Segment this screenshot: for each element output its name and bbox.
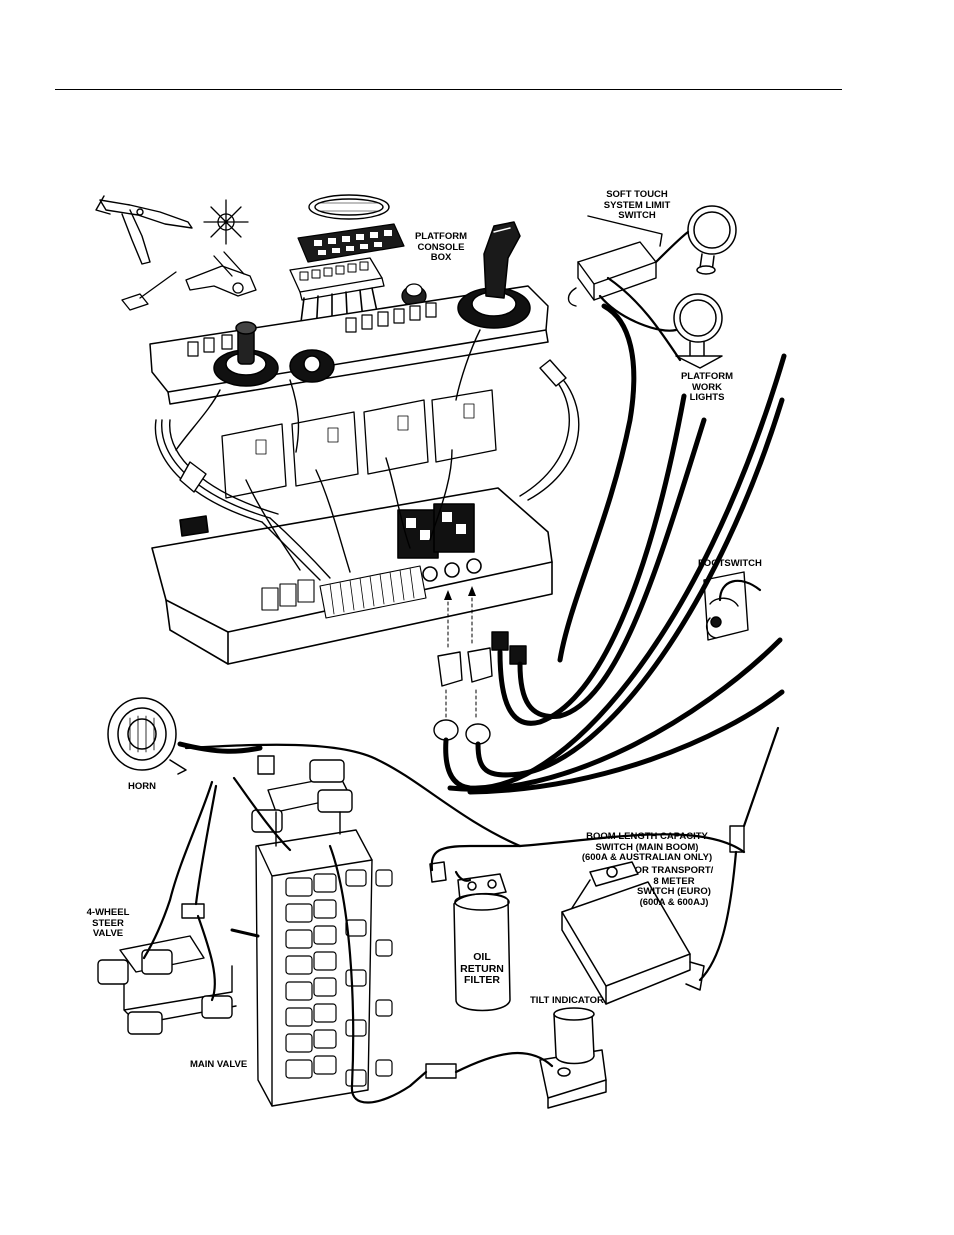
oil-return-filter	[430, 862, 510, 1011]
display-lens	[309, 195, 389, 219]
label-main-valve: MAIN VALVE	[190, 1060, 247, 1071]
insertion-tool	[122, 272, 176, 310]
label-tilt-indicator: TILT INDICATOR	[530, 996, 604, 1007]
crimp-tool	[96, 196, 192, 264]
work-light-1	[688, 206, 736, 274]
work-light-2	[674, 294, 722, 368]
control-decal	[298, 224, 404, 262]
stripper-tool	[186, 252, 256, 296]
horn	[108, 698, 186, 774]
label-footswitch: FOOTSWITCH	[698, 559, 762, 570]
pin-extractor-tool	[204, 200, 248, 244]
footswitch	[704, 572, 748, 640]
soft-touch-switch	[569, 216, 663, 306]
circuit-cards	[222, 390, 496, 498]
label-horn: HORN	[128, 782, 156, 793]
main-valve	[232, 760, 392, 1106]
tilt-indicator	[540, 1008, 606, 1108]
